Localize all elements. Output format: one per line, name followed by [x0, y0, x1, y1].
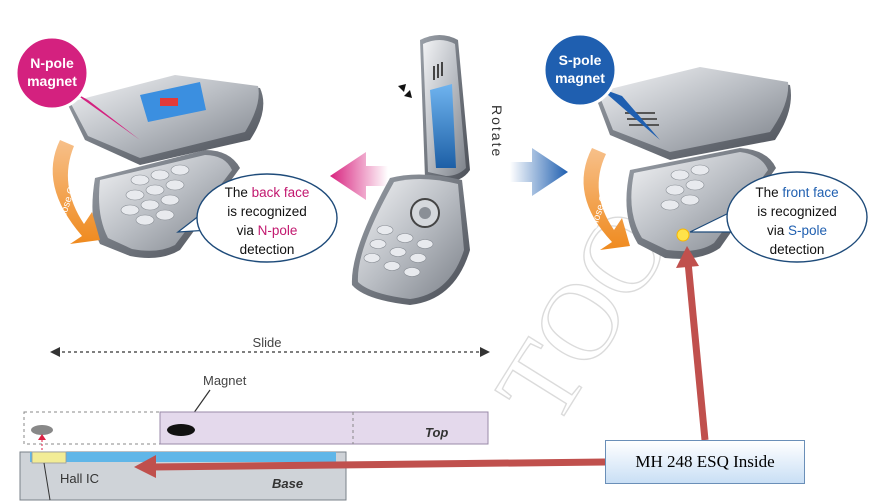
mh248-label-box: MH 248 ESQ Inside: [605, 440, 805, 484]
magnet-shape: [167, 424, 195, 436]
right-callout-line2: is recognized: [757, 204, 837, 219]
hall-ic-label: Hall IC: [60, 471, 99, 486]
left-callout-line2: is recognized: [227, 204, 307, 219]
s-pole-magnet-badge: S-pole magnet: [542, 32, 660, 140]
left-phone: [68, 75, 264, 258]
left-callout: The back face is recognized via N-pole d…: [176, 173, 338, 263]
right-callout: The front face is recognized via S-pole …: [689, 171, 868, 263]
hall-ic-chip: [31, 451, 67, 464]
slide-arrow: [50, 347, 490, 357]
right-callout-line4: detection: [770, 242, 825, 257]
left-callout-line4: detection: [240, 242, 295, 257]
rotate-icon: [398, 84, 412, 98]
s-pole-label-line2: magnet: [555, 70, 605, 86]
left-callout-line3: via N-pole: [237, 223, 298, 238]
n-pole-label-line2: magnet: [27, 73, 77, 89]
right-callout-line3: via S-pole: [767, 223, 827, 238]
n-pole-label-line1: N-pole: [30, 55, 74, 71]
left-callout-line1: The back face: [225, 185, 310, 200]
mh248-label: MH 248 ESQ Inside: [635, 452, 775, 471]
s-pole-label-line1: S-pole: [559, 52, 602, 68]
left-close-open-arc: Close Open: [52, 140, 100, 244]
n-pole-magnet-badge: N-pole magnet: [14, 35, 140, 140]
top-slide-plate: [159, 411, 489, 445]
base-label: Base: [272, 476, 303, 491]
right-callout-line1: The front face: [755, 185, 838, 200]
right-phone: [595, 67, 791, 259]
magnet-ghost-shape: [31, 425, 53, 435]
slide-label: Slide: [253, 335, 282, 350]
pink-arrow: [330, 152, 388, 200]
annotation-arrows: [134, 246, 709, 478]
rotate-label: Rotate: [489, 105, 505, 158]
center-phone: [351, 35, 470, 305]
top-label: Top: [425, 425, 448, 440]
magnet-label: Magnet: [203, 373, 247, 388]
blue-arrow: [510, 148, 568, 196]
base-channel: [30, 452, 336, 462]
